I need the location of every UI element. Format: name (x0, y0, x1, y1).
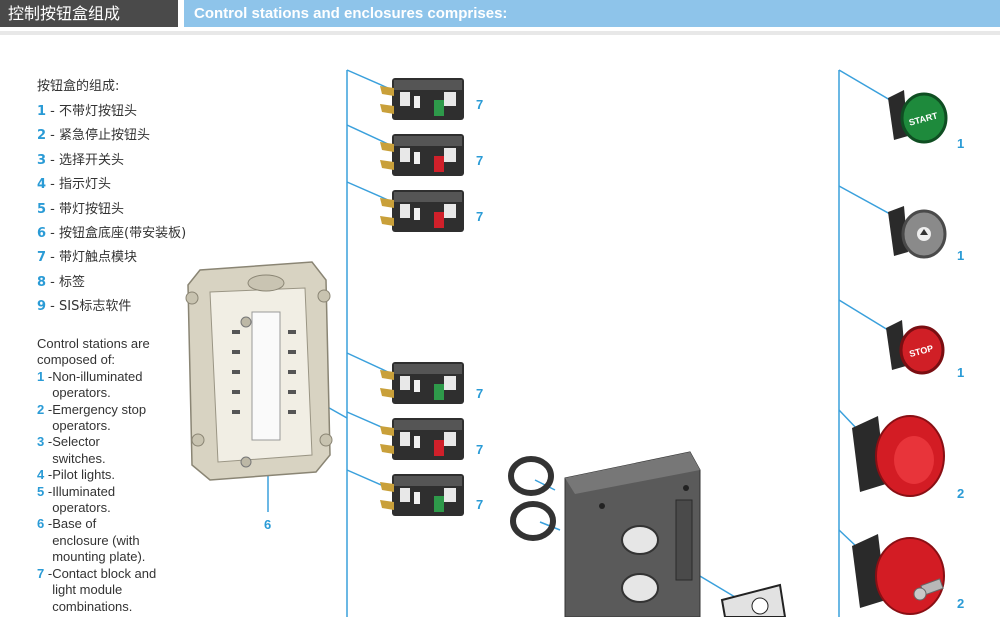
start-button-head: START (888, 90, 948, 144)
list-item: 4 - 指示灯头 (37, 177, 112, 193)
list-title-cn: 按钮盒的组成: (37, 79, 120, 94)
enclosure-base (185, 261, 333, 481)
callout-2: 2 (957, 486, 965, 501)
callout-6: 6 (264, 517, 272, 532)
callout-7: 7 (476, 497, 484, 512)
callout-7: 7 (476, 209, 484, 224)
list-item: 3 - 选择开关头 (37, 152, 125, 168)
callout-7: 7 (476, 97, 484, 112)
mounting-ring-2 (510, 501, 556, 541)
contact-block-top-3 (380, 190, 464, 232)
mounting-ring-1 (508, 456, 554, 496)
contact-block-mid-2 (380, 418, 464, 460)
section-title-en: Control stations and enclosures comprise… (184, 0, 1000, 27)
contact-block-top-1 (380, 78, 464, 120)
callout-2: 2 (957, 596, 965, 611)
enclosure-lid (564, 451, 701, 617)
list-item: 5 - 带灯按钮头 (37, 201, 125, 217)
list-item: 9 - SIS标志软件 (37, 299, 132, 315)
label-holder (720, 583, 787, 617)
contact-block-mid-1 (380, 362, 464, 404)
list-item: 6 - 按钮盒底座(带安装板) (37, 225, 187, 241)
callout-1: 1 (957, 136, 965, 151)
contact-block-mid-3 (380, 474, 464, 516)
list-item: 2 - 紧急停止按钮头 (37, 128, 151, 144)
section-title-cn: 控制按钮盒组成 (0, 0, 178, 27)
component-list-cn: 按钮盒的组成: 1 - 不带灯按钮头 2 - 紧急停止按钮头 3 - 选择开关头… (37, 75, 186, 320)
list-item: 4 - Pilot lights. (37, 467, 116, 483)
callout-7: 7 (476, 386, 484, 401)
stop-button-head: STOP (886, 320, 945, 375)
list-item: 1 - 不带灯按钮头 (37, 104, 138, 119)
contact-block-top-2 (380, 134, 464, 176)
callout-7: 7 (476, 153, 484, 168)
callout-1: 1 (957, 248, 965, 263)
list-item: 7 - 带灯触点模块 (37, 250, 138, 266)
emergency-stop-head (852, 415, 945, 497)
emergency-stop-key-head (852, 534, 945, 615)
header-divider (0, 31, 1000, 35)
callout-7: 7 (476, 442, 484, 457)
callout-1: 1 (957, 365, 965, 380)
list-item: 8 - 标签 (37, 274, 86, 290)
grey-pushbutton-head (888, 206, 947, 259)
